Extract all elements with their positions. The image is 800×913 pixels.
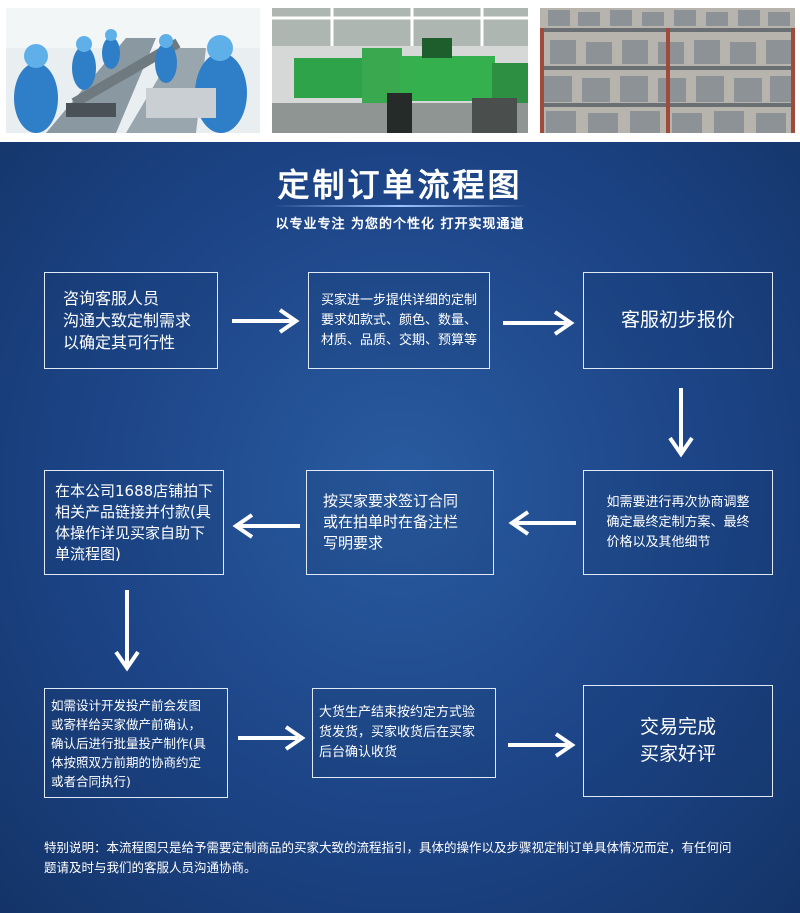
page-title: 定制订单流程图 [277,166,523,204]
flowchart-panel [0,142,800,913]
step-consult-text: 咨询客服人员 沟通大致定制需求 以确定其可行性 [63,288,192,352]
step-shipping-box: 大货生产结束按约定方式验 货发货，买家收货后在买家 后台确认收货 [312,688,496,778]
special-note: 特别说明：本流程图只是给予需要定制商品的买家大致的流程指引，具体的操作以及步骤视… [44,840,732,875]
step-consult-box: 咨询客服人员 沟通大致定制需求 以确定其可行性 [44,272,218,369]
step-complete-box: 交易完成 买家好评 [583,685,773,797]
arrow-right-4-icon [508,732,576,758]
injection-machines-photo [272,8,528,133]
step-negotiate-text: 如需要进行再次协商调整 确定最终定制方案、最终 价格以及其他细节 [606,494,750,550]
photo-strip [0,0,800,142]
step-contract-box: 按买家要求签订合同 或在拍单时在备注栏 写明要求 [306,470,494,575]
arrow-right-3-icon [238,725,306,751]
step-quote-text: 客服初步报价 [620,309,735,331]
step-production-text: 如需设计开发投产前会发图 或寄样给买家做产前确认， 确认后进行批量投产制作(具 … [51,697,206,789]
step-complete-text: 交易完成 买家好评 [639,716,716,765]
step-quote-box: 客服初步报价 [583,272,773,369]
arrow-right-2-icon [503,310,575,336]
arrow-left-1-icon [508,510,576,536]
step-requirements-text: 买家进一步提供详细的定制 要求如款式、颜色、数量、 材质、品质、交期、预算等 [321,292,478,348]
step-contract-text: 按买家要求签订合同 或在拍单时在备注栏 写明要求 [323,492,459,552]
step-requirements-box: 买家进一步提供详细的定制 要求如款式、颜色、数量、 材质、品质、交期、预算等 [308,272,490,369]
step-payment-text: 在本公司1688店铺拍下 相关产品链接并付款(具 体操作详见买家自助下 单流程图… [55,481,214,563]
page-subtitle: 以专业专注 为您的个性化 打开实现通道 [275,217,525,232]
step-negotiate-box: 如需要进行再次协商调整 确定最终定制方案、最终 价格以及其他细节 [583,470,773,575]
step-production-box: 如需设计开发投产前会发图 或寄样给买家做产前确认， 确认后进行批量投产制作(具 … [44,688,228,798]
arrow-left-2-icon [232,513,300,539]
arrow-down-1-icon [668,388,694,458]
arrow-right-1-icon [232,308,300,334]
workers-assembly-photo [6,8,260,133]
arrow-down-2-icon [114,590,140,672]
step-payment-box: 在本公司1688店铺拍下 相关产品链接并付款(具 体操作详见买家自助下 单流程图… [44,470,224,575]
step-shipping-text: 大货生产结束按约定方式验 货发货，买家收货后在买家 后台确认收货 [319,705,476,760]
product-racks-photo [540,8,795,133]
title-underline [272,205,528,207]
